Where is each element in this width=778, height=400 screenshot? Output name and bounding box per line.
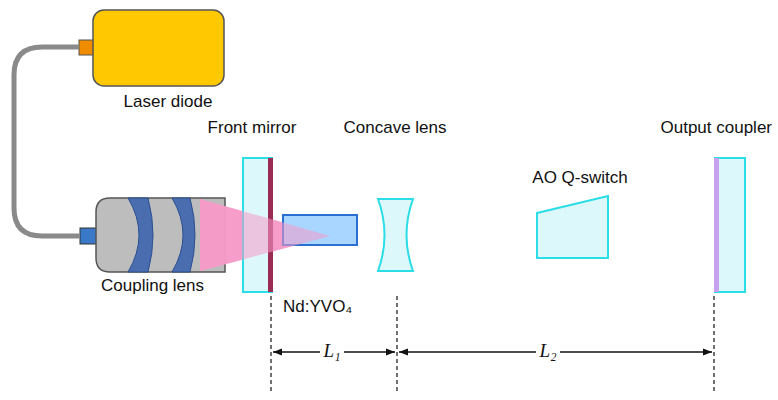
dimension-label: L₂ (536, 341, 559, 361)
node-label: Coupling lens (80, 276, 225, 296)
output-coupler (715, 158, 745, 292)
reference-line (270, 296, 271, 392)
laser-diode-box (93, 10, 224, 86)
reference-line (713, 296, 714, 392)
ao-q-switch (537, 196, 608, 258)
part-label: Nd:YVO₄ (283, 297, 352, 317)
part-label: Front mirror (208, 118, 297, 138)
fiber-connector (79, 40, 94, 55)
node-label: Laser diode (79, 92, 243, 112)
concave-lens (378, 199, 413, 271)
reference-line (396, 296, 397, 392)
laser-diode: Laser diode (79, 10, 243, 112)
optical-fiber (14, 47, 80, 236)
fiber-connector (80, 228, 97, 244)
part-label: Concave lens (343, 118, 446, 138)
lens-element (172, 198, 195, 272)
pump-beam-overlay (200, 199, 330, 271)
part-label: Output coupler (660, 118, 772, 138)
lens-element (128, 198, 153, 272)
coupler-coating (714, 158, 719, 292)
coupling-lens: Coupling lens (80, 198, 225, 296)
part-label: AO Q-switch (532, 168, 627, 188)
dimension-label: L₁ (320, 341, 343, 361)
